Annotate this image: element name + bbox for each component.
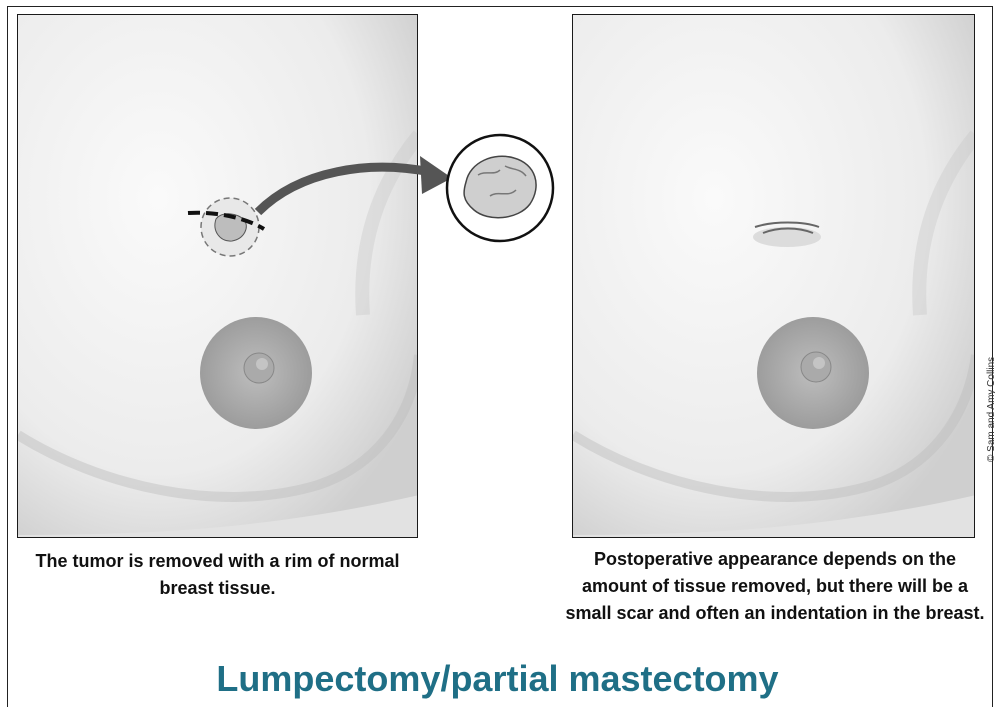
tumor-icon <box>464 156 536 217</box>
page-title: Lumpectomy/partial mastectomy <box>0 657 995 701</box>
copyright-notice: © Sam and Amy Collins <box>986 357 995 462</box>
caption-after: Postoperative appearance depends on the … <box>560 546 990 627</box>
caption-before: The tumor is removed with a rim of norma… <box>20 548 415 602</box>
curved-arrow-icon <box>258 167 430 212</box>
